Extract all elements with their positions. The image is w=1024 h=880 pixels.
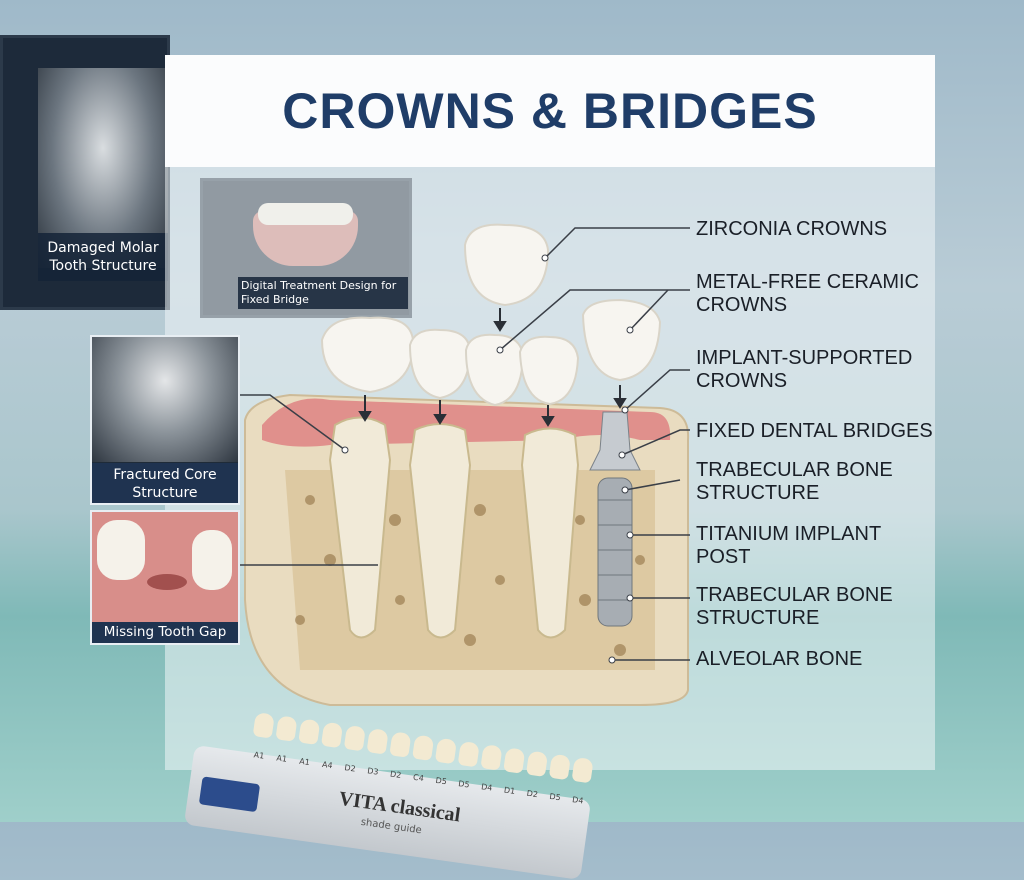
- prepared-tooth-2: [408, 423, 472, 639]
- fractured-core-inset: Fractured Core Structure: [90, 335, 240, 505]
- xray-monitor: Damaged Molar Tooth Structure: [0, 35, 170, 310]
- prepared-tooth-3: [520, 427, 580, 639]
- shade-tooth: [525, 750, 548, 777]
- prepared-tooth-1: [328, 416, 392, 639]
- shade-code: A1: [253, 750, 265, 761]
- damaged-molar-caption: Damaged Molar Tooth Structure: [38, 233, 168, 281]
- shade-code: D5: [457, 779, 471, 790]
- shade-code: A1: [298, 756, 311, 768]
- shade-tooth: [502, 747, 525, 774]
- placement-arrows: [358, 308, 627, 427]
- shade-tab: D4: [566, 756, 594, 819]
- zirconia-crown: [463, 223, 550, 307]
- dental-diagram: [240, 223, 690, 706]
- implant-crown: [581, 298, 662, 382]
- page-title: CROWNS & BRIDGES: [282, 83, 818, 139]
- shade-code: D1: [503, 785, 516, 796]
- title-bar: CROWNS & BRIDGES: [165, 55, 935, 167]
- bridge-crown-1: [320, 316, 415, 394]
- label-titanium-implant-post: TITANIUM IMPLANT POST: [696, 523, 881, 568]
- shade-code: D2: [526, 788, 539, 800]
- shade-code: D3: [366, 766, 380, 777]
- shade-tooth: [548, 753, 571, 781]
- digital-design-caption: Digital Treatment Design for Fixed Bridg…: [238, 277, 408, 309]
- missing-tooth-gap-caption: Missing Tooth Gap: [92, 622, 238, 643]
- label-metal-free-ceramic-crowns: METAL-FREE CERAMIC CROWNS: [696, 271, 919, 316]
- shade-tooth: [252, 712, 275, 739]
- shade-code: D5: [435, 775, 448, 787]
- shade-tooth: [388, 731, 411, 758]
- shade-code: D2: [343, 763, 357, 774]
- label-fixed-dental-bridges: FIXED DENTAL BRIDGES: [696, 420, 933, 442]
- shade-tooth: [457, 740, 480, 768]
- shade-tooth: [320, 721, 343, 749]
- shade-code: D2: [389, 769, 402, 780]
- bridge-crown-4: [518, 335, 580, 406]
- shade-tooth: [366, 728, 389, 755]
- shade-code: D4: [571, 795, 585, 806]
- shade-code: A1: [275, 753, 288, 764]
- shade-code: D5: [548, 791, 562, 803]
- leader-lines: [240, 227, 690, 661]
- label-alveolar-bone: ALVEOLAR BONE: [696, 648, 863, 670]
- titanium-implant-post: [597, 477, 633, 627]
- shade-tooth: [434, 737, 457, 765]
- label-zirconia-crowns: ZIRCONIA CROWNS: [696, 218, 888, 240]
- shade-tooth: [343, 724, 366, 752]
- label-trabecular-bone-structure-2: TRABECULAR BONE STRUCTURE: [696, 584, 893, 629]
- label-trabecular-bone-structure: TRABECULAR BONE STRUCTURE: [696, 459, 893, 504]
- shade-tooth: [571, 756, 594, 784]
- bridge-crown-3: [464, 333, 525, 407]
- shade-tooth: [411, 734, 434, 761]
- shade-tooth: [479, 744, 503, 771]
- missing-tooth-gap-inset: Missing Tooth Gap: [90, 510, 240, 645]
- shade-code: D4: [480, 782, 493, 793]
- shade-code: C4: [412, 772, 425, 784]
- shade-tooth: [297, 718, 320, 745]
- shade-code: A4: [321, 759, 334, 771]
- shade-tooth: [274, 715, 298, 742]
- bridge-crown-2: [408, 328, 472, 400]
- fractured-core-caption: Fractured Core Structure: [92, 463, 238, 503]
- label-implant-supported-crowns: IMPLANT-SUPPORTED CROWNS: [696, 347, 913, 392]
